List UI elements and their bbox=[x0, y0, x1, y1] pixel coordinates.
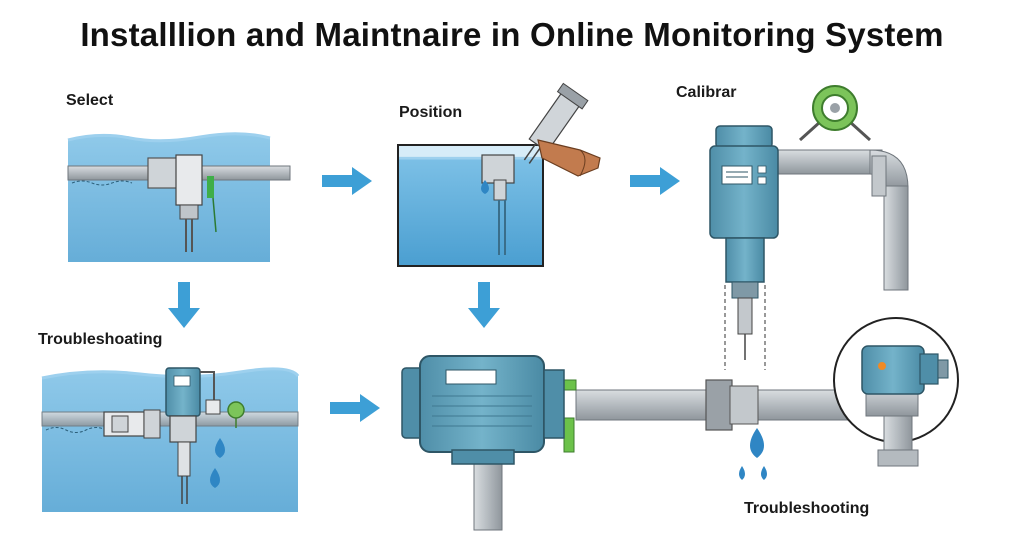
panel-position bbox=[397, 82, 601, 267]
gauge-icon bbox=[798, 85, 872, 142]
right-arrow-icon bbox=[630, 167, 680, 195]
water-drop-icon bbox=[739, 466, 745, 480]
water-drop-icon bbox=[761, 466, 767, 480]
right-arrow-icon bbox=[330, 394, 380, 422]
down-arrow-icon bbox=[468, 282, 500, 328]
step-label-position: Position bbox=[399, 104, 463, 121]
down-arrow-icon bbox=[168, 282, 200, 328]
step-label-troubleshooting-right: Troubleshooting bbox=[744, 500, 870, 517]
diagram-title: Installlion and Maintnaire in Online Mon… bbox=[80, 16, 944, 53]
panel-select bbox=[67, 132, 291, 262]
water-drop-icon bbox=[210, 468, 220, 488]
step-label-calibrar: Calibrar bbox=[676, 84, 737, 101]
step-label-select: Select bbox=[66, 92, 114, 109]
step-label-troubleshooting-left: Troubleshoating bbox=[38, 331, 163, 348]
water-drop-icon bbox=[750, 428, 764, 458]
right-arrow-icon bbox=[322, 167, 372, 195]
water-drop-icon bbox=[215, 438, 225, 458]
panel-calibrar bbox=[709, 85, 909, 370]
panel-main-system bbox=[401, 317, 959, 531]
panel-troubleshooting-left bbox=[41, 367, 300, 512]
